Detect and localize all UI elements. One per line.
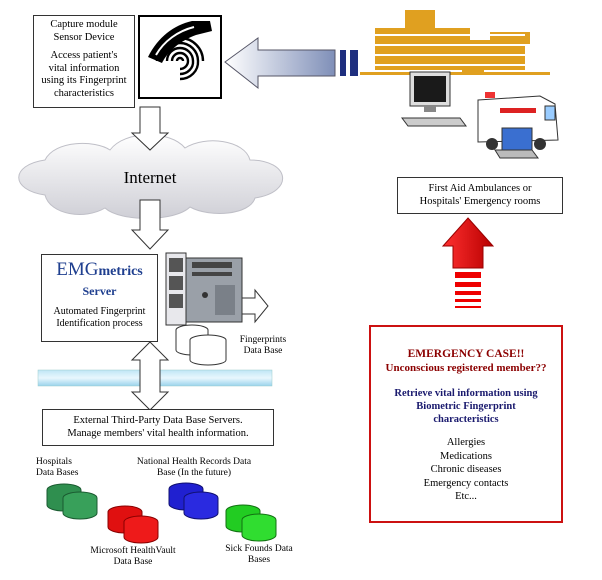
fingerprints-db-icon: [175, 324, 227, 366]
emergency-sub1: Retrieve vital information using: [394, 388, 538, 399]
fingerprint-icon: [138, 15, 222, 99]
emg-logo: EMGmetrics: [42, 259, 157, 281]
internet-label: Internet: [123, 168, 177, 187]
internet-cloud: [18, 134, 284, 219]
curved-arrow-icon: [239, 288, 269, 324]
red-up-arrow: [441, 217, 495, 308]
fingerprints-db-label: Fingerprints Data Base: [228, 335, 298, 357]
db-hospitals-line2: Data Bases: [36, 468, 79, 478]
emergency-sub3: characteristics: [433, 414, 499, 425]
server-tower-icon: [165, 252, 243, 326]
emergency-sub2: Biometric Fingerprint: [416, 401, 516, 412]
emg-line1: Automated Fingerprint: [53, 306, 146, 317]
first-aid-line2: Hospitals' Emergency rooms: [419, 196, 541, 207]
fingerprints-db-line2: Data Base: [243, 346, 283, 356]
emg-logo-rest: metrics: [98, 264, 143, 279]
arrow-internet-to-server: [130, 199, 170, 250]
db-healthvault-icon: [107, 505, 159, 544]
laptop-icon: [494, 127, 539, 159]
emergency-item: Chronic diseases: [430, 464, 502, 475]
first-aid-line1: First Aid Ambulances or: [428, 183, 532, 194]
db-sick-funds-line2: Bases: [247, 555, 271, 565]
emg-line2: Identification process: [56, 318, 143, 329]
emg-server-box: EMGmetrics Server Automated Fingerprint …: [41, 254, 158, 342]
fingerprints-db-line1: Fingerprints: [239, 335, 287, 345]
emg-logo-main: EMG: [56, 259, 99, 280]
emg-server-label: Server: [82, 284, 117, 298]
capture-line2: Sensor Device: [53, 31, 115, 43]
db-national-line1: National Health Records Data: [136, 457, 252, 467]
capture-line6: characteristics: [53, 87, 115, 99]
db-sick-funds-label: Sick Founds Data Bases: [214, 544, 304, 566]
capture-line3: Access patient's: [50, 50, 118, 61]
emergency-case-box: EMERGENCY CASE!! Unconscious registered …: [369, 325, 563, 523]
db-sick-funds-line1: Sick Founds Data: [225, 544, 293, 554]
external-servers-box: External Third-Party Data Base Servers. …: [42, 409, 274, 446]
external-line2: Manage members' vital health information…: [67, 428, 249, 439]
capture-line4: vital information: [48, 62, 120, 74]
db-sick-funds-icon: [225, 504, 277, 542]
db-hospitals-label: Hospitals Data Bases: [36, 457, 86, 479]
emergency-title2: Unconscious registered member??: [385, 362, 547, 374]
capture-line5: using its Fingerprint: [41, 75, 127, 86]
emergency-title1: EMERGENCY CASE!!: [407, 348, 525, 360]
hospital-buildings-icon: [360, 10, 550, 75]
db-healthvault-line2: Data Base: [113, 557, 153, 567]
emergency-item: Emergency contacts: [423, 477, 509, 489]
capture-line1: Capture module: [50, 19, 118, 30]
emergency-item: Medications: [440, 450, 492, 462]
computer-icon: [401, 71, 467, 127]
db-national-line2: Base (In the future): [156, 468, 232, 478]
db-national-label: National Health Records Data Base (In th…: [124, 457, 264, 479]
db-hospitals-line1: Hospitals: [36, 457, 72, 467]
db-healthvault-line1: Microsoft HealthVault: [90, 546, 176, 556]
first-aid-box: First Aid Ambulances or Hospitals' Emerg…: [397, 177, 563, 214]
arrow-capture-to-internet: [130, 106, 170, 151]
emergency-item: Etc...: [455, 491, 477, 502]
db-hospitals-icon: [46, 483, 98, 520]
external-line1: External Third-Party Data Base Servers.: [73, 415, 243, 426]
arrow-hospital-to-capture: [224, 37, 358, 90]
db-healthvault-label: Microsoft HealthVault Data Base: [78, 546, 188, 568]
db-national-icon: [168, 482, 219, 520]
emergency-item: Allergies: [446, 437, 486, 448]
ambulance-icon: [477, 92, 559, 150]
capture-module-box: Capture module Sensor Device Access pati…: [33, 15, 135, 108]
